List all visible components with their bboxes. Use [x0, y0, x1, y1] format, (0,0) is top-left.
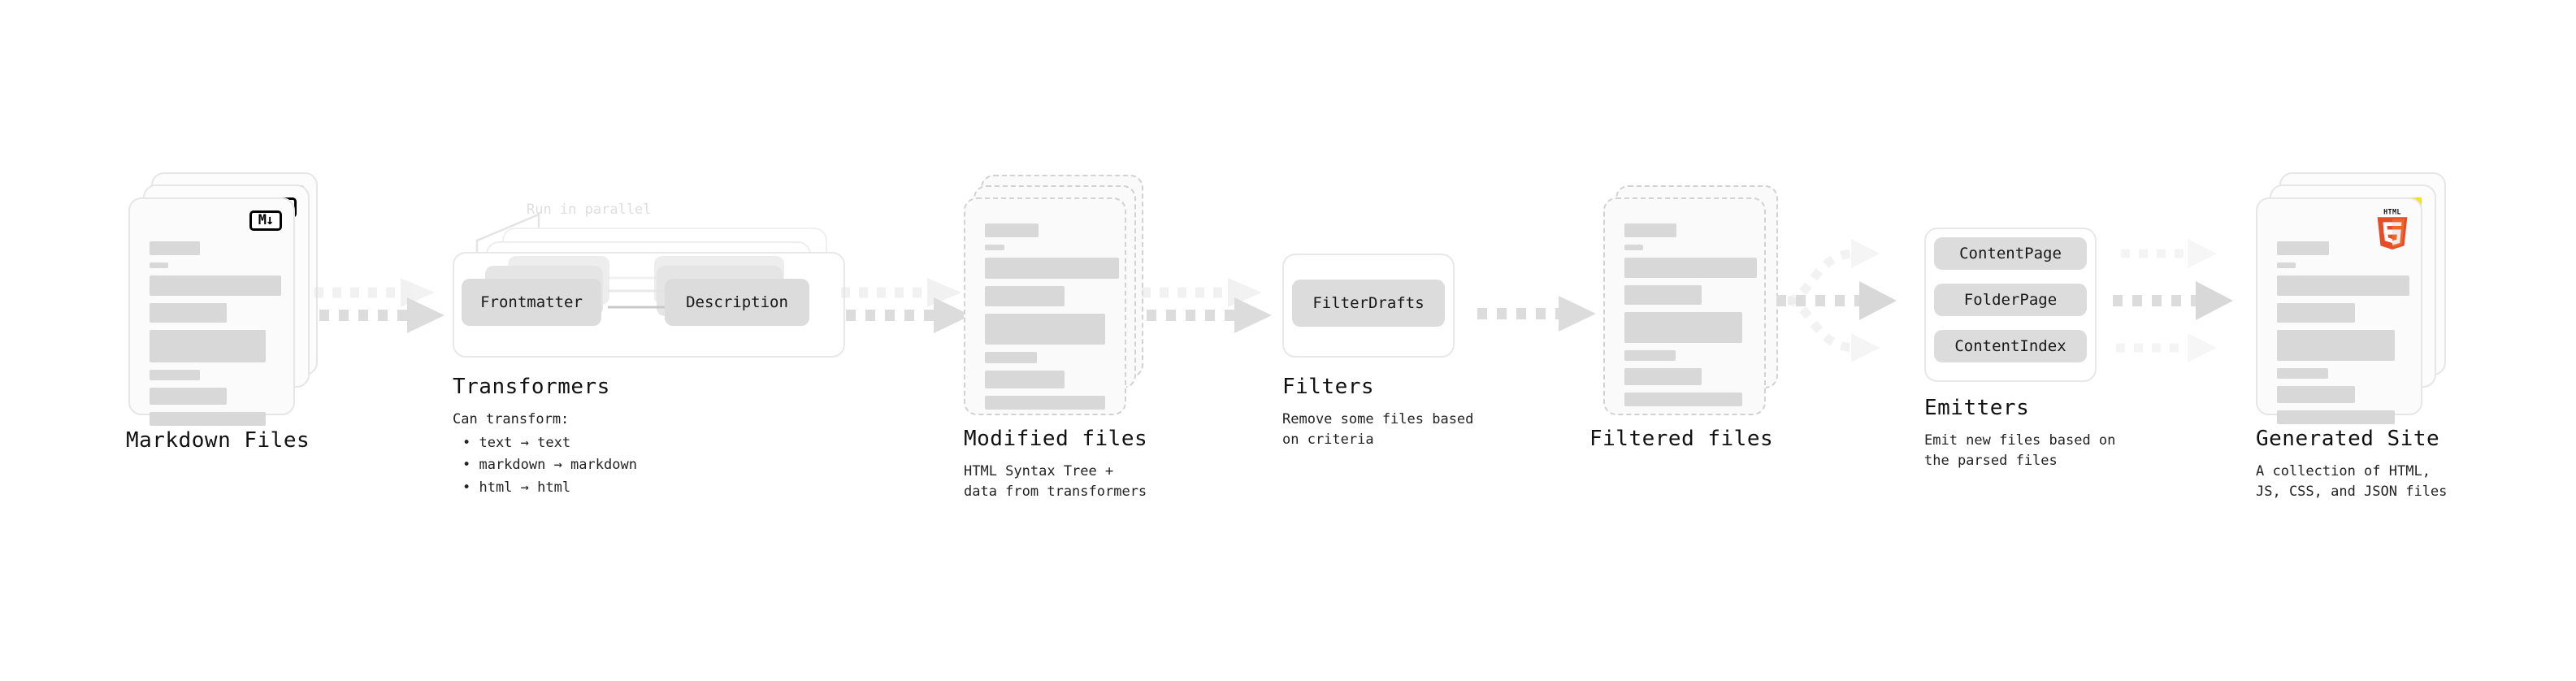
placeholder-bar — [150, 370, 200, 380]
placeholder-bar — [2277, 303, 2355, 323]
svg-text:HTML: HTML — [2383, 207, 2401, 215]
arrow-layer-front — [1477, 296, 1596, 332]
arrow-filtered-to-emitters — [1776, 229, 1919, 371]
stage-subtitle: Remove some files based on criteria — [1282, 410, 1474, 448]
placeholder-bar — [1624, 258, 1757, 278]
placeholder-bar — [1624, 368, 1702, 385]
placeholder-bar — [150, 241, 200, 255]
placeholder-bar — [150, 388, 227, 405]
caption-generated-site: Generated Site A collection of HTML, JS,… — [2256, 427, 2447, 501]
filter-chip-filterdrafts[interactable]: FilterDrafts — [1292, 280, 1445, 327]
filtered-doc-front — [1603, 197, 1766, 415]
arrow-filters-to-filtered — [1472, 293, 1602, 333]
stage-title: Modified files — [964, 427, 1148, 451]
placeholder-bar — [1624, 393, 1742, 406]
arrow-markdown-to-transformers — [305, 276, 451, 333]
placeholder-bar — [985, 314, 1105, 345]
transform-bullet-2: • markdown → markdown — [462, 457, 637, 474]
placeholder-bar — [985, 258, 1119, 279]
arrow-layer-front — [1147, 297, 1272, 333]
placeholder-bar — [985, 352, 1037, 363]
arrow-layer-front — [846, 297, 971, 333]
transform-bullet-1: • text → text — [462, 434, 571, 451]
fanout-branch-center — [1776, 281, 1897, 320]
placeholder-bar — [2277, 410, 2395, 424]
placeholder-bar — [985, 396, 1105, 410]
doc-placeholder-lines — [985, 223, 1119, 417]
placeholder-bar — [2277, 368, 2328, 379]
placeholder-bar — [150, 412, 266, 426]
caption-modified-files: Modified files HTML Syntax Tree + data f… — [964, 427, 1147, 501]
placeholder-bar — [1624, 350, 1676, 361]
stage-title: Filters — [1282, 375, 1375, 399]
fanout-branch-down — [1787, 296, 1880, 362]
markdown-doc-front: M↓ — [128, 197, 295, 426]
doc-placeholder-lines — [1624, 223, 1757, 414]
run-in-parallel-label: Run in parallel — [527, 202, 652, 218]
caption-transformers: Transformers Can transform: • text → tex… — [453, 375, 637, 498]
markdown-badge: M↓ — [249, 210, 282, 231]
placeholder-bar — [150, 330, 266, 362]
placeholder-bar — [2277, 262, 2296, 268]
doc-placeholder-lines — [150, 241, 281, 433]
arrow-layer-front — [319, 297, 445, 333]
stage-title: Emitters — [1924, 396, 2030, 420]
faninn-branch-down — [2116, 333, 2217, 362]
caption-markdown-files: Markdown Files — [126, 428, 310, 453]
placeholder-bar — [985, 371, 1065, 388]
placeholder-bar — [1624, 285, 1702, 305]
html5-badge: HTML — [2374, 207, 2411, 249]
placeholder-bar — [150, 275, 281, 296]
transformer-chip-description[interactable]: Description — [665, 279, 809, 326]
placeholder-bar — [1624, 245, 1643, 250]
placeholder-bar — [2277, 241, 2329, 255]
placeholder-bar — [985, 245, 1004, 250]
faninn-branch-up — [2121, 239, 2217, 268]
stage-subtitle: A collection of HTML, JS, CSS, and JSON … — [2256, 462, 2448, 500]
placeholder-bar — [1624, 223, 1676, 237]
transformer-chip-frontmatter[interactable]: Frontmatter — [462, 279, 601, 326]
stage-subtitle: Emit new files based on the parsed files — [1924, 432, 2116, 469]
doc-placeholder-lines — [2277, 241, 2409, 432]
stage-subtitle: HTML Syntax Tree + data from transformer… — [964, 462, 1147, 500]
stage-title: Generated Site — [2256, 427, 2440, 451]
caption-filtered-files: Filtered files — [1589, 427, 1773, 452]
faninn-branch-center — [2113, 281, 2233, 320]
transform-bullet-3: • html → html — [462, 479, 571, 496]
run-in-parallel-bracket — [475, 195, 569, 260]
emitter-chip-folderpage[interactable]: FolderPage — [1934, 284, 2087, 316]
stage-title: Filtered files — [1589, 427, 1774, 451]
placeholder-bar — [985, 223, 1039, 237]
placeholder-bar — [2277, 330, 2395, 361]
site-doc-front: HTML — [2256, 197, 2422, 424]
placeholder-bar — [150, 262, 168, 268]
placeholder-bar — [2277, 386, 2355, 403]
modified-doc-front — [964, 197, 1126, 415]
placeholder-bar — [150, 303, 227, 323]
caption-filters: Filters Remove some files based on crite… — [1282, 375, 1473, 449]
stage-title: Transformers — [453, 375, 610, 399]
emitter-chip-contentindex[interactable]: ContentIndex — [1934, 330, 2087, 362]
emitter-chip-contentpage[interactable]: ContentPage — [1934, 237, 2087, 270]
placeholder-bar — [2277, 275, 2409, 296]
caption-emitters: Emitters Emit new files based on the par… — [1924, 396, 2116, 471]
placeholder-bar — [1624, 312, 1742, 343]
placeholder-bar — [985, 286, 1065, 306]
stage-title: Markdown Files — [126, 428, 310, 453]
stage-subtitle: Can transform: — [453, 410, 570, 427]
arrow-modified-to-filters — [1132, 276, 1278, 333]
arrow-transformers-to-modified — [831, 276, 978, 333]
arrow-emitters-to-site — [2113, 229, 2255, 371]
